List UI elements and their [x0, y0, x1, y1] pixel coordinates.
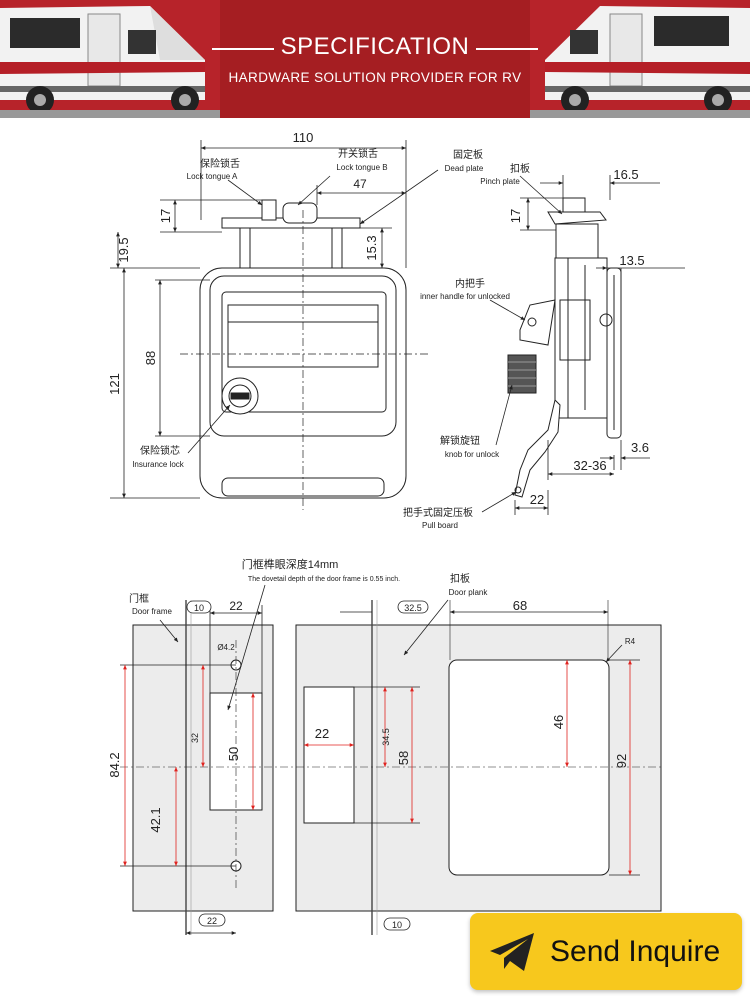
dim-hole-to-center: 42.1: [148, 807, 163, 832]
send-inquire-button[interactable]: Send Inquire: [470, 913, 742, 990]
label-dead-plate-cn: 固定板: [453, 148, 483, 161]
front-view-dimensions: [110, 140, 439, 499]
label-lock-tongue-a-cn: 保险锁舌: [200, 157, 240, 170]
page-subtitle: HARDWARE SOLUTION PROVIDER FOR RV: [228, 70, 522, 85]
page-title: SPECIFICATION: [280, 33, 470, 60]
dim-plank-slot-width: 22: [315, 726, 329, 741]
spec-drawing: 110 47 17 19.5 15.3 121 88 保险锁舌 Lock ton…: [107, 130, 685, 935]
dim-handle-height: 88: [143, 351, 158, 365]
label-dovetail-cn: 门框榫眼深度14mm: [242, 557, 339, 571]
label-pull-board-en: Pull board: [422, 521, 458, 530]
label-lock-tongue-b-en: Lock tongue B: [336, 163, 387, 172]
header-banner: SPECIFICATION HARDWARE SOLUTION PROVIDER…: [0, 0, 750, 118]
label-inner-handle-cn: 内把手: [455, 277, 485, 290]
rv-photo-left: [0, 0, 220, 118]
dim-pinch-height: 17: [508, 209, 523, 223]
label-dead-plate-en: Dead plate: [445, 164, 484, 173]
dim-pinch-width: 16.5: [613, 167, 638, 182]
title-rule-left: [212, 48, 274, 50]
dim-window-height: 46: [551, 715, 566, 729]
dim-plank-edge-bottom: 10: [392, 920, 402, 930]
label-door-frame-cn: 门框: [129, 592, 149, 605]
dim-inner-offset: 47: [353, 177, 367, 191]
dim-plank-offset: 32.5: [404, 603, 422, 613]
dim-plate-thickness: 3.6: [631, 440, 649, 455]
send-inquire-label: Send Inquire: [550, 935, 721, 968]
dim-overall-width: 110: [293, 130, 314, 145]
label-pull-board-cn: 把手式固定压板: [403, 506, 473, 519]
dim-plank-slot-inner: 34.5: [381, 728, 391, 746]
label-lock-tongue-b-cn: 开关锁舌: [338, 147, 378, 160]
label-knob-en: knob for unlock: [445, 450, 500, 459]
dim-door-range: 32-36: [573, 458, 606, 473]
label-door-plank-cn: 扣板: [450, 572, 470, 585]
dim-pull-board-width: 22: [530, 492, 544, 507]
front-view: [180, 199, 430, 510]
dim-slot-offset: 32: [190, 733, 200, 743]
label-pinch-plate-en: Pinch plate: [480, 177, 520, 186]
label-door-plank-en: Door plank: [449, 588, 489, 597]
rv-photo-right: [530, 0, 750, 118]
door-frame-dimensions: [120, 584, 266, 935]
side-view: [507, 197, 622, 498]
side-view-dimensions: [481, 175, 685, 515]
dim-frame-edge-top: 10: [194, 603, 204, 613]
dim-top-offset: 19.5: [116, 237, 131, 262]
paper-plane-icon: [490, 933, 534, 971]
label-lock-tongue-a-en: Lock tongue A: [187, 172, 238, 181]
dim-plank-height: 92: [614, 754, 629, 768]
dim-body-height: 121: [107, 373, 122, 395]
dim-tongue-height: 17: [158, 209, 173, 223]
label-insurance-lock-cn: 保险锁芯: [140, 444, 180, 457]
label-insurance-lock-en: Insurance lock: [132, 460, 185, 469]
dim-hole-diameter: Ø4.2: [217, 643, 235, 652]
dim-frame-total: 84.2: [107, 752, 122, 777]
dim-plank-width: 68: [513, 598, 527, 613]
label-knob-cn: 解锁旋钮: [440, 434, 480, 447]
dim-frame-slot-width: 22: [229, 599, 243, 613]
label-dovetail-en: The dovetail depth of the door frame is …: [248, 576, 400, 583]
dim-frame-edge-bottom: 22: [207, 916, 217, 926]
dim-slot-height: 50: [226, 747, 241, 761]
label-pinch-plate-cn: 扣板: [510, 162, 530, 175]
dim-side-depth: 13.5: [619, 253, 644, 268]
dim-plank-slot-height: 58: [396, 751, 411, 765]
banner-text: SPECIFICATION HARDWARE SOLUTION PROVIDER…: [200, 0, 550, 118]
door-plank-dimensions: [304, 599, 640, 876]
label-inner-handle-en: inner handle for unlocked: [420, 292, 510, 301]
label-door-frame-en: Door frame: [132, 607, 173, 616]
door-plank-drawing: [295, 600, 662, 935]
dim-tongue-b-height: 15.3: [364, 235, 379, 260]
dim-corner-radius: R4: [625, 637, 636, 646]
title-rule-right: [476, 48, 538, 50]
